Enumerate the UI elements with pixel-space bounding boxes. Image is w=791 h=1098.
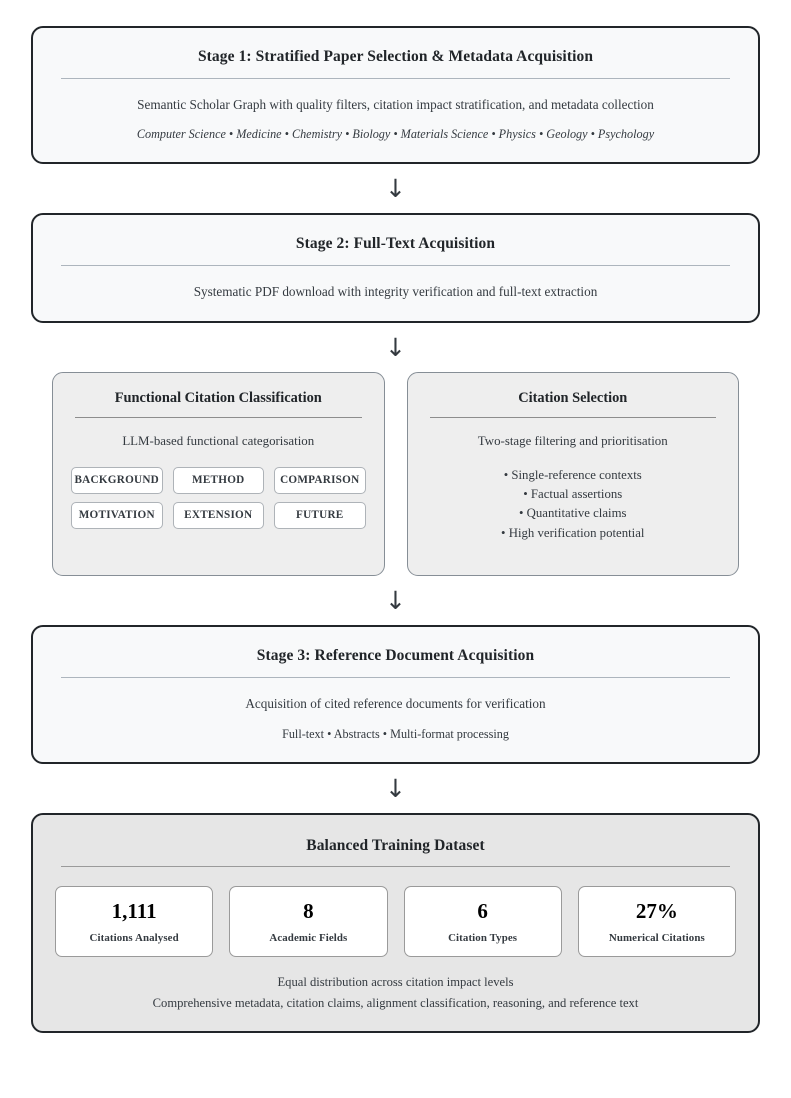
tag-background[interactable]: BACKGROUND	[71, 466, 163, 494]
classification-description: LLM-based functional categorisation	[122, 434, 315, 449]
metric-card-citation-types: 6 Citation Types	[403, 886, 562, 958]
tag-method[interactable]: METHOD	[172, 466, 264, 494]
dual-panel-row: Functional Citation Classification LLM-b…	[31, 371, 760, 577]
pipeline-flowchart: Stage 1: Stratified Paper Selection & Me…	[31, 26, 760, 1034]
stage-3-description: Acquisition of cited reference documents…	[245, 695, 546, 711]
arrow-stage2-to-dual: ↓	[385, 332, 406, 362]
stage-1-description: Semantic Scholar Graph with quality filt…	[137, 96, 654, 112]
stage-2-title: Stage 2: Full-Text Acquisition	[295, 235, 496, 253]
final-title: Balanced Training Dataset	[306, 836, 485, 854]
metric-label: Citation Types	[448, 932, 518, 945]
selection-divider	[429, 417, 716, 419]
tag-motivation[interactable]: MOTIVATION	[71, 501, 163, 529]
metric-label: Numerical Citations	[608, 932, 705, 945]
metric-card-citations-analysed: 1,111 Citations Analysed	[55, 886, 214, 958]
metric-value: 8	[303, 899, 314, 924]
metric-label: Citations Analysed	[89, 932, 179, 945]
metric-value: 6	[477, 899, 488, 924]
stage-1-fields: Computer Science • Medicine • Chemistry …	[136, 127, 655, 142]
list-item: • Factual assertions	[523, 486, 623, 501]
stage-1-divider	[61, 77, 730, 79]
final-note-contents: Comprehensive metadata, citation claims,…	[152, 996, 639, 1011]
stage-1-panel: Stage 1: Stratified Paper Selection & Me…	[31, 26, 760, 165]
stage-2-panel: Stage 2: Full-Text Acquisition Systemati…	[31, 213, 760, 323]
metric-card-numerical-citations: 27% Numerical Citations	[577, 886, 736, 958]
final-note-distribution: Equal distribution across citation impac…	[277, 975, 514, 990]
stage-3-formats: Full-text • Abstracts • Multi-format pro…	[282, 726, 509, 741]
balanced-training-dataset-panel: Balanced Training Dataset 1,111 Citation…	[31, 812, 760, 1034]
tag-extension[interactable]: EXTENSION	[172, 501, 264, 529]
classification-tag-grid: BACKGROUND METHOD COMPARISON MOTIVATION …	[71, 466, 366, 529]
list-item: • Single-reference contexts	[503, 467, 642, 482]
arrow-stage1-to-stage2: ↓	[385, 174, 406, 204]
selection-title: Citation Selection	[518, 389, 628, 406]
stage-3-title: Stage 3: Reference Document Acquisition	[256, 647, 535, 665]
metric-label: Academic Fields	[269, 932, 348, 945]
selection-criteria-list: • Single-reference contexts • Factual as…	[426, 466, 721, 544]
metric-card-academic-fields: 8 Academic Fields	[229, 886, 388, 958]
arrow-dual-to-stage3: ↓	[385, 586, 406, 616]
functional-citation-classification-panel: Functional Citation Classification LLM-b…	[52, 371, 385, 577]
classification-title: Functional Citation Classification	[114, 389, 322, 406]
classification-divider	[75, 417, 362, 419]
citation-selection-panel: Citation Selection Two-stage filtering a…	[406, 371, 739, 577]
list-item: • High verification potential	[501, 525, 645, 540]
stage-2-divider	[61, 265, 730, 266]
stage-3-divider	[61, 676, 730, 678]
selection-description: Two-stage filtering and prioritisation	[477, 434, 668, 449]
metric-value: 1,111	[111, 899, 157, 924]
metric-card-row: 1,111 Citations Analysed 8 Academic Fiel…	[55, 886, 736, 958]
stage-3-panel: Stage 3: Reference Document Acquisition …	[31, 625, 760, 764]
list-item: • Quantitative claims	[518, 506, 627, 521]
stage-2-description: Systematic PDF download with integrity v…	[193, 284, 598, 299]
tag-comparison[interactable]: COMPARISON	[274, 466, 366, 494]
arrow-stage3-to-final: ↓	[385, 773, 406, 803]
tag-future[interactable]: FUTURE	[274, 501, 366, 529]
metric-value: 27%	[635, 899, 678, 924]
stage-1-title: Stage 1: Stratified Paper Selection & Me…	[197, 48, 594, 65]
final-divider	[61, 866, 730, 868]
